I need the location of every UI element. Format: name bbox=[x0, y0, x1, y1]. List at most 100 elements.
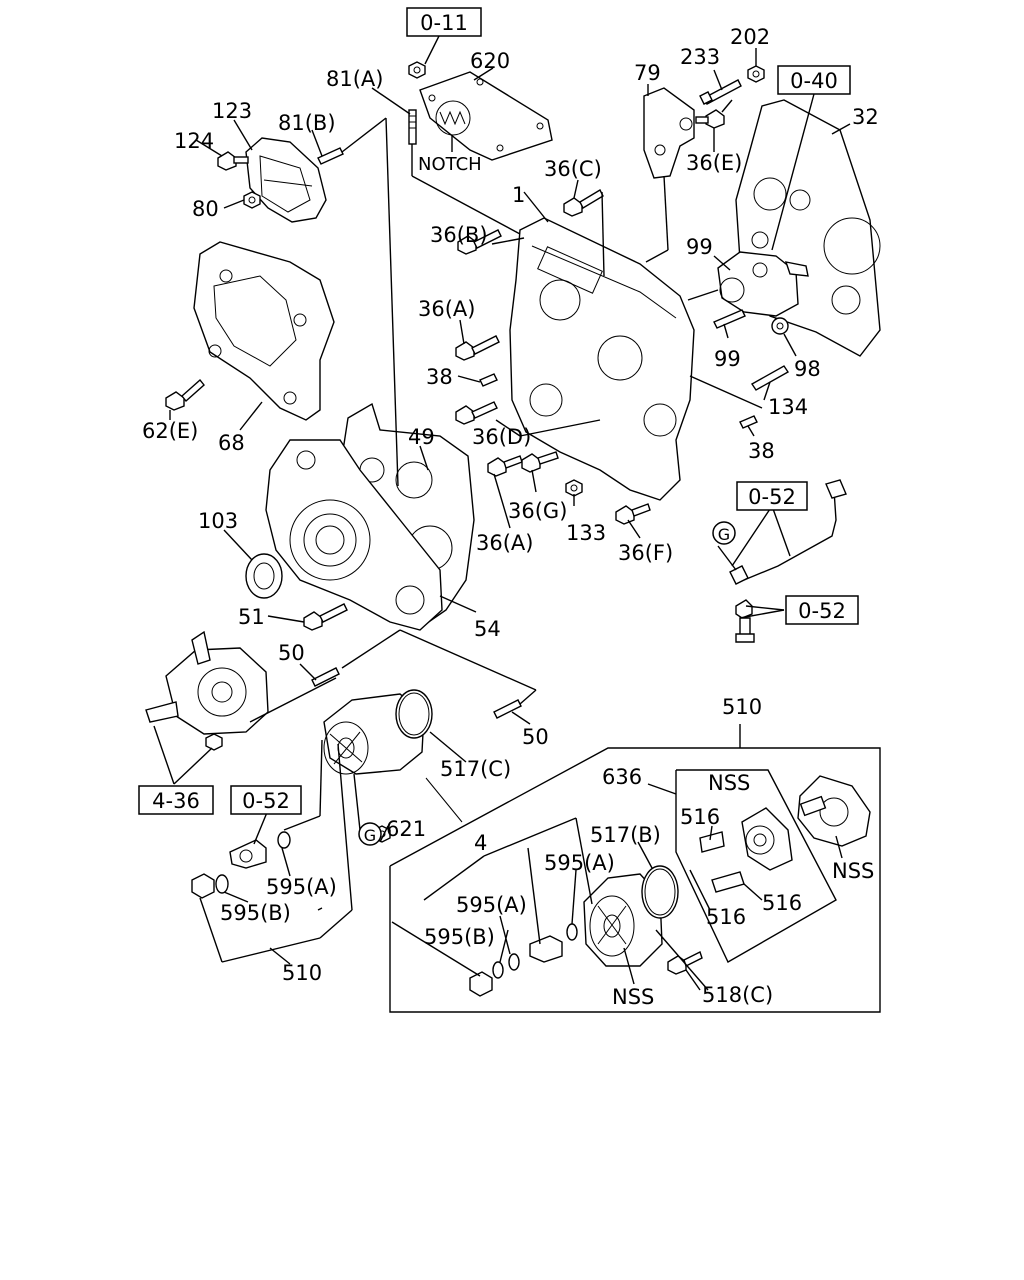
bolt-36a bbox=[455, 335, 500, 361]
label-36c: 36(C) bbox=[544, 157, 602, 181]
label-51: 51 bbox=[238, 605, 265, 629]
nut-133 bbox=[565, 479, 583, 497]
svg-text:0-52: 0-52 bbox=[748, 485, 796, 509]
svg-text:0-52: 0-52 bbox=[798, 599, 846, 623]
g-symbol-lower: G bbox=[358, 822, 382, 846]
front-cover-54 bbox=[265, 439, 443, 631]
label-595a-middle: 595(A) bbox=[544, 851, 615, 875]
label-36f: 36(F) bbox=[618, 541, 673, 565]
bolt-36d bbox=[455, 401, 498, 425]
ref-box-0-11: 0-11 bbox=[406, 7, 482, 37]
ref-box-0-52-bolt: 0-52 bbox=[785, 595, 859, 625]
stud-81b bbox=[317, 147, 344, 165]
o-ring-517c bbox=[395, 689, 433, 739]
vane-516-a bbox=[699, 831, 725, 853]
label-621: 621 bbox=[386, 817, 426, 841]
label-79: 79 bbox=[634, 61, 661, 85]
label-68: 68 bbox=[218, 431, 245, 455]
label-595b-upper: 595(B) bbox=[220, 901, 291, 925]
bolt-36a-lower bbox=[487, 455, 523, 477]
rotor-assembly-636 bbox=[741, 807, 793, 871]
dowel-38b bbox=[739, 415, 758, 429]
label-123: 123 bbox=[212, 99, 252, 123]
label-32: 32 bbox=[852, 105, 879, 129]
ref-box-4-36: 4-36 bbox=[138, 785, 214, 815]
part-labels: 620 81(A) NOTCH 123 81(B) 124 80 79 233 … bbox=[142, 25, 879, 1009]
stud-99 bbox=[713, 309, 746, 329]
label-233: 233 bbox=[680, 45, 720, 69]
label-595b-lower: 595(B) bbox=[424, 925, 495, 949]
hose bbox=[425, 777, 463, 823]
cover-nss-right bbox=[797, 775, 871, 847]
gasket-32 bbox=[735, 99, 881, 357]
stud-81a bbox=[408, 109, 417, 145]
label-516-c: 516 bbox=[762, 891, 802, 915]
bolt-62e bbox=[165, 378, 205, 411]
label-nss-right: NSS bbox=[832, 859, 874, 883]
label-36d: 36(D) bbox=[472, 425, 531, 449]
label-81a: 81(A) bbox=[326, 67, 383, 91]
union-fitting bbox=[229, 839, 267, 869]
label-620: 620 bbox=[470, 49, 510, 73]
label-54: 54 bbox=[474, 617, 501, 641]
stud-50a bbox=[311, 667, 340, 687]
dowel-38a bbox=[479, 373, 498, 387]
banjo-bolt bbox=[735, 599, 755, 643]
bolt-36g bbox=[521, 451, 559, 473]
bolt-36e bbox=[695, 109, 725, 129]
label-80: 80 bbox=[192, 197, 219, 221]
nut-202 bbox=[747, 65, 765, 83]
label-510-lower: 510 bbox=[282, 961, 322, 985]
label-516-b: 516 bbox=[706, 905, 746, 929]
washer-595a bbox=[277, 831, 291, 849]
ref-box-0-52-union: 0-52 bbox=[230, 785, 302, 815]
label-50-left: 50 bbox=[278, 641, 305, 665]
vacuum-pipe bbox=[729, 479, 847, 585]
label-36g: 36(G) bbox=[508, 499, 567, 523]
bolt-36f bbox=[615, 503, 651, 525]
svg-text:G: G bbox=[364, 826, 376, 845]
label-99-lower: 99 bbox=[714, 347, 741, 371]
label-62e: 62(E) bbox=[142, 419, 198, 443]
label-134: 134 bbox=[768, 395, 808, 419]
svg-text:G: G bbox=[718, 525, 730, 544]
oil-seal-103 bbox=[245, 553, 283, 599]
label-36b: 36(B) bbox=[430, 223, 488, 247]
label-38-lower: 38 bbox=[748, 439, 775, 463]
nut-0-11 bbox=[408, 61, 426, 79]
bolt-36c bbox=[563, 189, 604, 217]
stud-134 bbox=[750, 365, 790, 391]
label-98: 98 bbox=[794, 357, 821, 381]
label-36a: 36(A) bbox=[418, 297, 475, 321]
svg-text:0-11: 0-11 bbox=[420, 11, 468, 35]
stud-50b bbox=[493, 699, 522, 719]
bolt-51 bbox=[303, 603, 348, 631]
bolt-124 bbox=[217, 151, 249, 171]
label-517c: 517(C) bbox=[440, 757, 511, 781]
ref-box-0-40: 0-40 bbox=[777, 65, 851, 95]
label-510-upper: 510 bbox=[722, 695, 762, 719]
cover-123 bbox=[245, 137, 327, 223]
label-103: 103 bbox=[198, 509, 238, 533]
g-symbol-upper: G bbox=[712, 521, 736, 545]
label-38-upper: 38 bbox=[426, 365, 453, 389]
cover-plate-620 bbox=[419, 71, 553, 161]
ref-box-0-52-pipe: 0-52 bbox=[736, 481, 808, 511]
label-81b: 81(B) bbox=[278, 111, 336, 135]
label-99-upper: 99 bbox=[686, 235, 713, 259]
label-50-right: 50 bbox=[522, 725, 549, 749]
svg-text:0-40: 0-40 bbox=[790, 69, 838, 93]
label-518c: 518(C) bbox=[702, 983, 773, 1007]
nut-80 bbox=[243, 191, 261, 209]
label-36e: 36(E) bbox=[686, 151, 742, 175]
label-nss-top: NSS bbox=[708, 771, 750, 795]
label-1: 1 bbox=[512, 183, 525, 207]
housing-68 bbox=[193, 241, 335, 421]
label-595a-lower: 595(A) bbox=[456, 893, 527, 917]
label-517b: 517(B) bbox=[590, 823, 661, 847]
plug-595b bbox=[191, 873, 229, 899]
label-595a-upper: 595(A) bbox=[266, 875, 337, 899]
label-nss-lower: NSS bbox=[612, 985, 654, 1009]
